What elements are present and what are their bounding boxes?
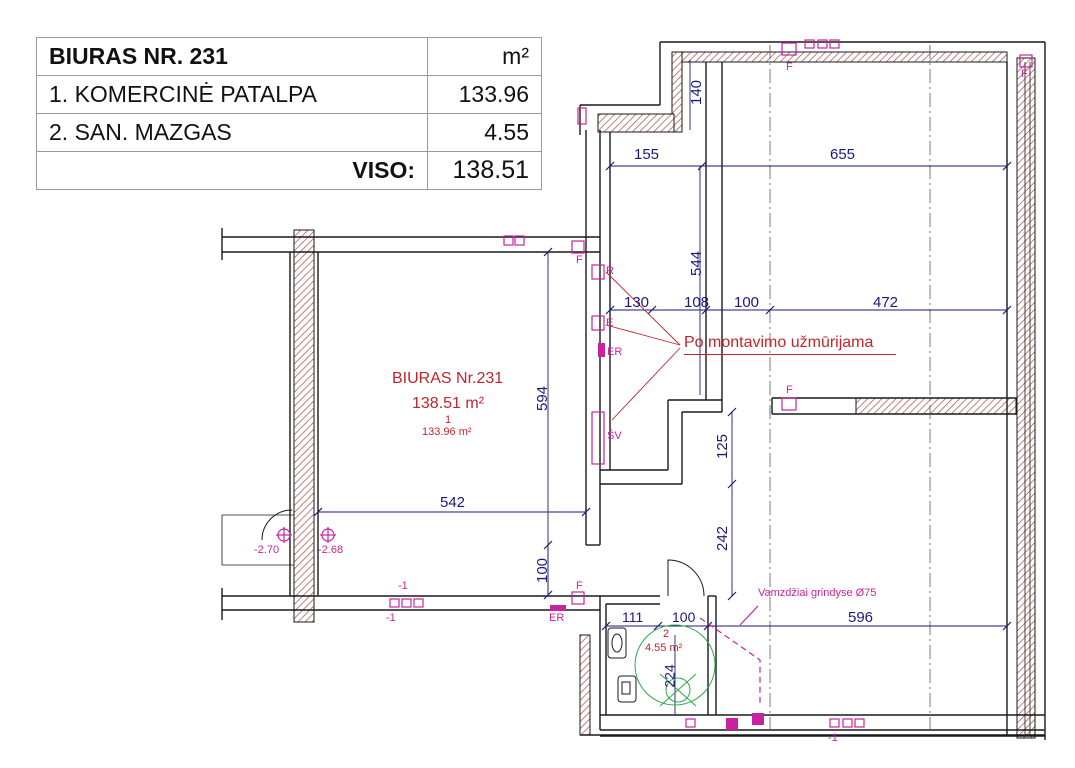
fixture-code-f: F xyxy=(786,384,793,396)
fixture-code-er: ER xyxy=(607,346,623,358)
brick-note-underline xyxy=(684,354,896,355)
dimension-label: 111 xyxy=(622,609,644,625)
dimension-label: 100 xyxy=(672,609,696,625)
room-name: 1. KOMERCINĖ PATALPA xyxy=(36,75,428,114)
leader-lines xyxy=(605,271,681,421)
room-name: 2. SAN. MAZGAS xyxy=(36,113,428,152)
service-solid xyxy=(550,343,764,730)
dimension-label: 130 xyxy=(624,294,650,311)
office-area-label: 138.51 m² xyxy=(412,395,485,412)
brick-walls xyxy=(293,51,1036,739)
total-value: 138.51 xyxy=(427,151,542,190)
dimension-label: 544 xyxy=(688,250,706,277)
level-label: -2.68 xyxy=(318,544,344,556)
dimension-label: 155 xyxy=(634,146,660,163)
level-label: -2.70 xyxy=(254,544,280,556)
room-area: 4.55 xyxy=(427,113,542,152)
fixture-code-er: ER xyxy=(549,612,565,624)
brick-note: Po montavimo užmūrijama xyxy=(684,334,874,351)
table-title: BIURAS NR. 231 xyxy=(36,37,428,76)
fixture-code-r: R xyxy=(606,265,614,277)
room2-area: 4.55 m² xyxy=(645,642,683,654)
level-label: -1 xyxy=(386,612,396,624)
table-total-row: VISO: 138.51 xyxy=(36,151,542,190)
dimension-label: 100 xyxy=(534,557,552,584)
room-area: 133.96 xyxy=(427,75,542,114)
dimension-label: 100 xyxy=(734,294,760,311)
dimension-label: 596 xyxy=(848,609,874,626)
turning-circle xyxy=(634,624,716,707)
dimension-label: 108 xyxy=(684,294,710,311)
walls xyxy=(221,41,1046,740)
dimension-label: 140 xyxy=(688,79,706,106)
sanitary-fixtures xyxy=(607,627,637,703)
table-header-row: BIURAS NR. 231 m² xyxy=(36,37,542,76)
room1-area: 133.96 m² xyxy=(422,426,472,438)
dimension-lines xyxy=(318,60,1007,715)
dimension-label: 542 xyxy=(440,494,466,511)
room1-number: 1 xyxy=(445,414,452,426)
service-elements xyxy=(389,39,1033,728)
room2-number: 2 xyxy=(663,628,670,640)
window-frames xyxy=(221,62,1031,735)
dimension-label: 655 xyxy=(830,146,856,163)
pipe-note: Vamzdžiai grindyse Ø75 xyxy=(758,587,877,599)
fixture-code-sv: ŠV xyxy=(607,430,622,442)
dimension-label: 594 xyxy=(534,385,552,412)
dimension-ticks xyxy=(313,161,1012,631)
axis-lines xyxy=(769,45,931,735)
table-row: 1. KOMERCINĖ PATALPA 133.96 xyxy=(36,75,542,114)
doors xyxy=(261,509,705,597)
dimension-label: 472 xyxy=(873,294,899,311)
dimension-label: 125 xyxy=(714,433,732,460)
fixture-code-f: F xyxy=(576,254,583,266)
fixture-code-f: F xyxy=(786,61,793,73)
level-label: -1 xyxy=(828,732,838,744)
dimension-label: 242 xyxy=(714,525,732,552)
fixture-code-f: F xyxy=(576,580,583,592)
level-label: -1 xyxy=(398,580,408,592)
total-label: VISO: xyxy=(36,151,428,190)
fixture-code-f: F xyxy=(1021,68,1028,80)
office-name-label: BIURAS Nr.231 xyxy=(392,370,504,387)
table-unit: m² xyxy=(427,37,542,76)
fixture-code-e: E xyxy=(606,317,614,329)
level-markers xyxy=(276,527,336,543)
area-table: BIURAS NR. 231 m² 1. KOMERCINĖ PATALPA 1… xyxy=(36,37,542,190)
dimension-label: 224 xyxy=(661,664,678,688)
table-row: 2. SAN. MAZGAS 4.55 xyxy=(36,113,542,152)
